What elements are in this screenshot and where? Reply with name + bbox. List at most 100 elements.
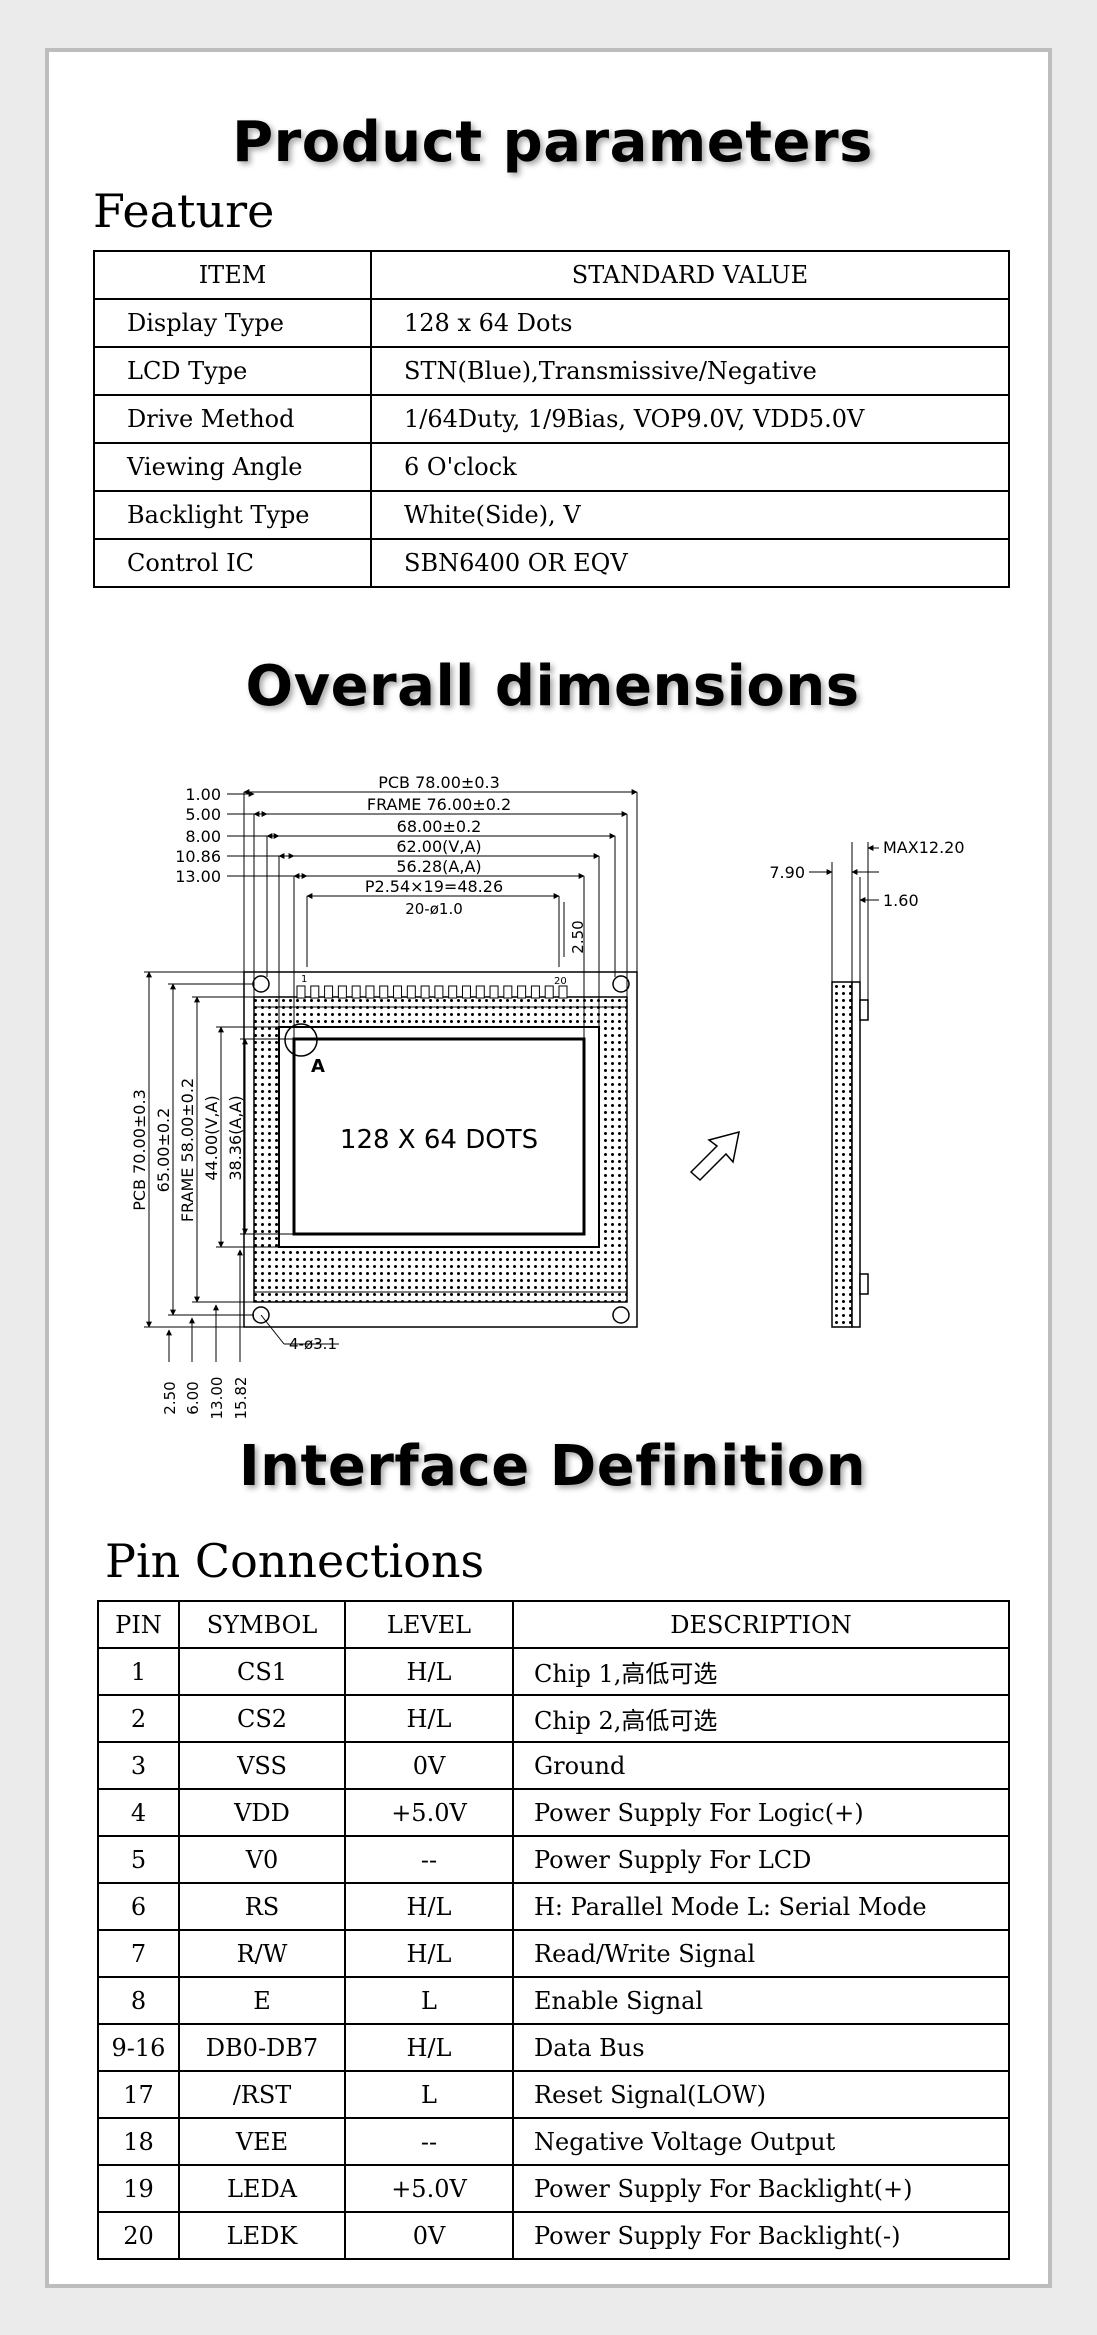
pin-pad	[517, 985, 527, 999]
dim-250: 2.50	[569, 920, 587, 953]
pin-pad	[544, 985, 554, 999]
feature-value: 6 O'clock	[370, 442, 1010, 492]
dim-frame-width: FRAME 76.00±0.2	[367, 795, 511, 814]
pin-number: 7	[97, 1929, 180, 1978]
feature-item: LCD Type	[93, 346, 372, 396]
pin-number: 5	[97, 1835, 180, 1884]
mount-hole	[612, 975, 630, 993]
pin-pad	[406, 985, 416, 999]
pin-number: 19	[97, 2164, 180, 2213]
pin-number: 1	[97, 1647, 180, 1696]
feature-value: SBN6400 OR EQV	[370, 538, 1010, 588]
dim-pcb-width: PCB 78.00±0.3	[378, 773, 500, 792]
pin-level: 0V	[344, 1741, 514, 1790]
pin-header-level: LEVEL	[344, 1600, 514, 1649]
dim-left-offset: 13.00	[175, 867, 221, 886]
active-area	[292, 1037, 586, 1236]
pin-number: 4	[97, 1788, 180, 1837]
pin-pad	[434, 985, 444, 999]
pin-number: 18	[97, 2117, 180, 2166]
feature-item: Viewing Angle	[93, 442, 372, 492]
dim-side-790: 7.90	[769, 863, 805, 882]
pin-symbol: /RST	[178, 2070, 346, 2119]
pin-pad	[489, 985, 499, 999]
pin-level: L	[344, 1976, 514, 2025]
pin-description: Chip 2,高低可选	[512, 1694, 1010, 1743]
pin-symbol: CS2	[178, 1694, 346, 1743]
dim-left-offset: 5.00	[185, 805, 221, 824]
pin-symbol: VSS	[178, 1741, 346, 1790]
pin-pad	[337, 985, 347, 999]
dim-holes: 20-ø1.0	[405, 900, 463, 918]
pin-description: Power Supply For Backlight(-)	[512, 2211, 1010, 2260]
side-view-pcb	[851, 981, 861, 1328]
interface-definition-title: Interface Definition	[238, 1434, 867, 1499]
pin-description: Enable Signal	[512, 1976, 1010, 2025]
feature-item: Backlight Type	[93, 490, 372, 540]
dim-65: 65.00±0.2	[154, 1108, 173, 1193]
side-view-connector	[859, 1273, 869, 1295]
pin-level: +5.0V	[344, 2164, 514, 2213]
pin-number: 8	[97, 1976, 180, 2025]
pin-description: Ground	[512, 1741, 1010, 1790]
mount-hole	[612, 1306, 630, 1324]
pin-description: Power Supply For Backlight(+)	[512, 2164, 1010, 2213]
pin-description: Read/Write Signal	[512, 1929, 1010, 1978]
pin-header-description: DESCRIPTION	[512, 1600, 1010, 1649]
pin-description: Chip 1,高低可选	[512, 1647, 1010, 1696]
pin-pad	[324, 985, 334, 999]
pin-description: Negative Voltage Output	[512, 2117, 1010, 2166]
pin20-label: 20	[554, 976, 567, 987]
pin-pad	[393, 985, 403, 999]
pin-pad	[503, 985, 513, 999]
pin-level: H/L	[344, 1694, 514, 1743]
pin-pad	[351, 985, 361, 999]
feature-header-item: ITEM	[93, 250, 372, 300]
pin-pad	[365, 985, 375, 999]
feature-item: Display Type	[93, 298, 372, 348]
pin-description: H: Parallel Mode L: Serial Mode	[512, 1882, 1010, 1931]
pin-header-symbol: SYMBOL	[178, 1600, 346, 1649]
pin1-label: 1	[301, 974, 307, 985]
detail-circle	[284, 1023, 318, 1057]
pin-level: 0V	[344, 2211, 514, 2260]
pin-number: 20	[97, 2211, 180, 2260]
pin-header-row: PIN SYMBOL LEVEL DESCRIPTION	[97, 1600, 1010, 1649]
side-view-module	[831, 981, 853, 1328]
pin-description: Power Supply For Logic(+)	[512, 1788, 1010, 1837]
pin-pad	[296, 985, 306, 999]
feature-value: White(Side), V	[370, 490, 1010, 540]
product-parameters-title: Product parameters	[232, 110, 873, 175]
mount-hole	[252, 975, 270, 993]
dim-va-height: 44.00(V,A)	[202, 1095, 221, 1180]
dim-aa-width: 56.28(A,A)	[396, 857, 481, 876]
dim-68: 68.00±0.2	[397, 817, 482, 836]
pin-number: 9-16	[97, 2023, 180, 2072]
pin-header	[296, 985, 568, 999]
feature-header-value: STANDARD VALUE	[370, 250, 1010, 300]
feature-value: STN(Blue),Transmissive/Negative	[370, 346, 1010, 396]
dim-va-width: 62.00(V,A)	[396, 837, 481, 856]
pin-symbol: VDD	[178, 1788, 346, 1837]
pin-pad	[558, 985, 568, 999]
dim-bottom-offset: 15.82	[232, 1377, 250, 1420]
pin-symbol: E	[178, 1976, 346, 2025]
dim-left-offset: 8.00	[185, 827, 221, 846]
overall-dimensions-title: Overall dimensions	[245, 654, 860, 719]
pin-symbol: LEDK	[178, 2211, 346, 2260]
dim-left-offset: 10.86	[175, 847, 221, 866]
pin-number: 3	[97, 1741, 180, 1790]
